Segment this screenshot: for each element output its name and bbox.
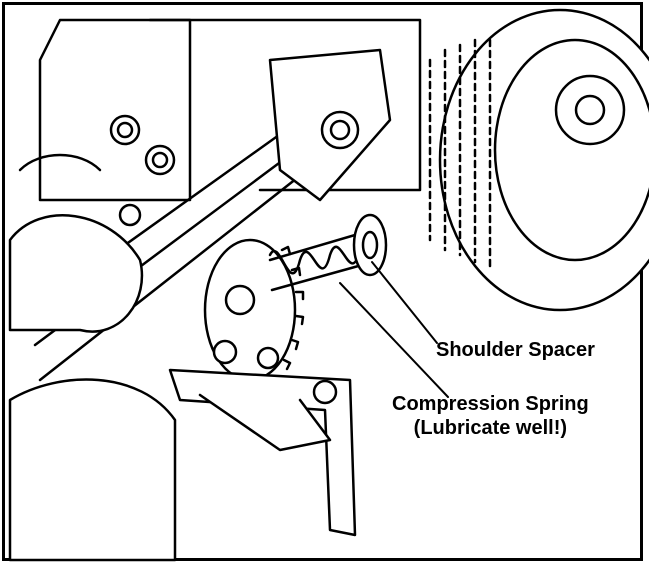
- leader-lines: [340, 262, 448, 397]
- pivot-arm: [270, 50, 390, 200]
- left-housing: [10, 215, 175, 560]
- compression-spring-leader: [340, 283, 448, 397]
- shoulder-spacer-leader: [372, 262, 437, 343]
- shoulder-spacer: [354, 215, 386, 275]
- ratchet-disk: [205, 240, 303, 380]
- tire: [430, 10, 649, 310]
- mounting-bracket: [170, 370, 355, 535]
- compression-spring-callout: Compression Spring (Lubricate well!): [392, 392, 589, 440]
- compression-spring-label: Compression Spring: [392, 392, 589, 416]
- shoulder-spacer-label: Shoulder Spacer: [436, 338, 595, 362]
- lubricate-note: (Lubricate well!): [392, 416, 589, 440]
